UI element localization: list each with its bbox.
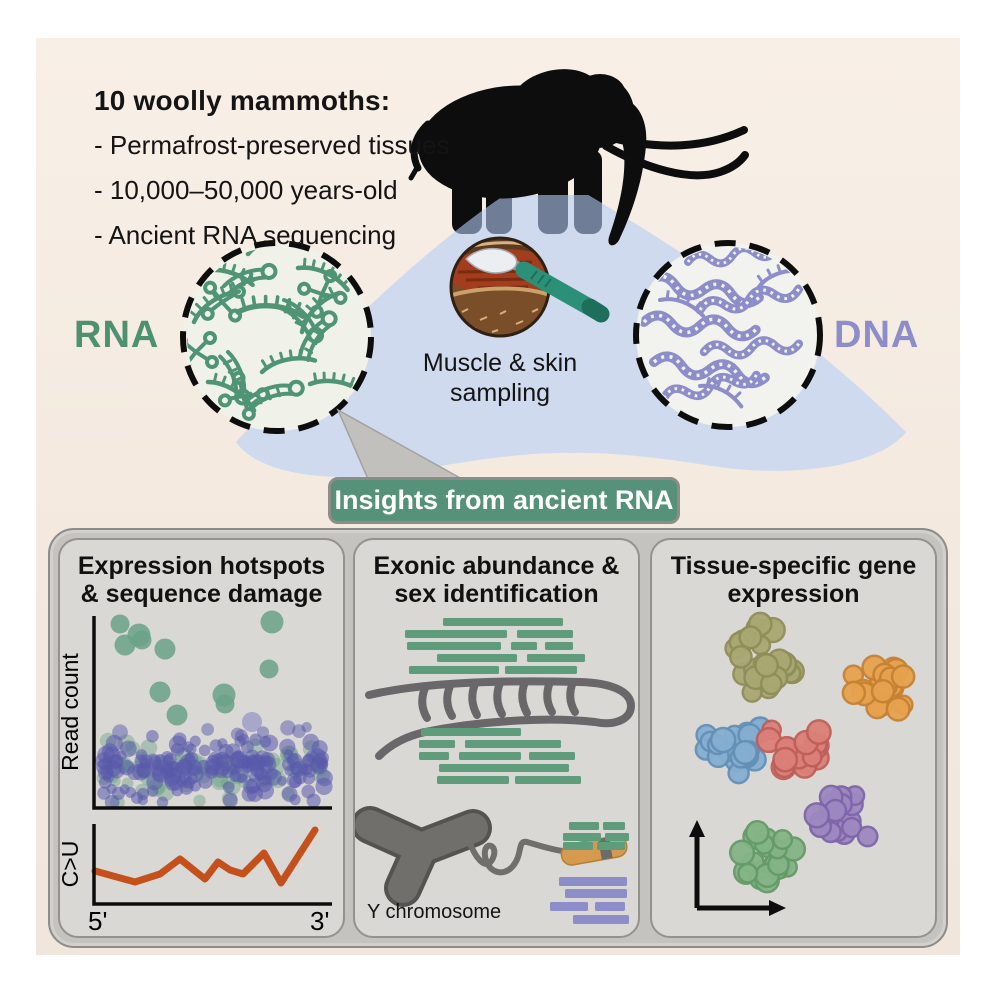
study-bullet-2: - 10,000–50,000 years-old [94,175,398,205]
panel-tissue-expression: Tissue-specific gene expression [650,538,937,938]
cluster-axes [689,820,786,916]
panel-3-title: Tissue-specific gene expression [670,552,917,608]
reads-above-hairpin [405,618,585,674]
cluster-chart [689,611,916,916]
read-count-axis-label: Read count [60,653,83,771]
tissue-sample-circle [449,236,610,338]
study-title: 10 woolly mammoths: [94,85,391,116]
y-chromosome-illustration [355,806,566,907]
damage-line [91,826,319,887]
mammoth-legs [452,150,602,234]
insights-banner: Insights from ancient RNA [328,477,680,524]
study-summary: 10 woolly mammoths: - Permafrost-preserv… [94,78,449,258]
y-chromosome-label: Y chromosome [367,901,501,923]
read-count-chart: Read count C>U 5' 3' [60,610,333,936]
study-bullet-3: - Ancient RNA sequencing [94,220,397,250]
panel-1-title: Expression hotspots & sequence damage [77,552,326,608]
panel-expression-hotspots: Expression hotspots & sequence damage Re… [58,538,345,938]
reads-below-hairpin [419,728,581,784]
gene-reads-dna [550,877,629,924]
dna-strands-illustration [643,244,801,411]
study-bullet-1: - Permafrost-preserved tissues [94,130,450,160]
dna-circle [633,240,823,430]
mammoth-silhouette [408,69,749,246]
sampling-caption-line1: Muscle & skin [422,349,578,377]
dna-label: DNA [834,314,920,356]
mammoth-legs-in-beam [452,195,602,234]
three-prime-label: 3' [310,906,329,936]
rna-label: RNA [74,314,160,356]
abstract-canvas: 10 woolly mammoths: - Permafrost-preserv… [36,38,960,955]
sampling-caption-line2: sampling [449,379,551,407]
sampling-caption: Muscle & skin sampling [410,348,590,408]
scatter-dots [95,610,333,810]
cu-axis-label: C>U [60,841,83,888]
cluster-dots [694,611,916,894]
five-prime-label: 5' [88,906,107,936]
panel-exonic-abundance: Exonic abundance & sex identification [353,538,640,938]
magnifier-pointer [336,408,465,480]
scalpel-icon [464,247,610,323]
gene-reads-rna [563,822,629,850]
exonic-reads-chart: Y chromosome [355,618,636,924]
panel-2-title: Exonic abundance & sex identification [373,552,620,608]
